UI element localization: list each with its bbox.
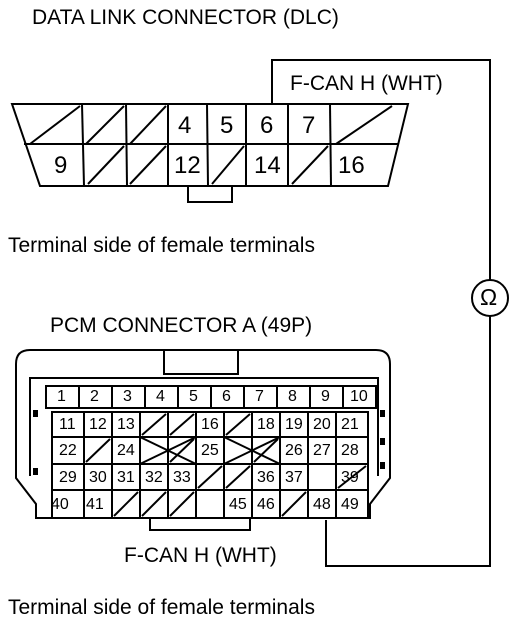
dlc-pin-14: 14 (254, 152, 281, 179)
pcm-pin-29: 29 (59, 469, 77, 486)
pcm-connector-shell (15, 349, 391, 519)
pcm-caption: Terminal side of female terminals (8, 596, 315, 619)
f-can-h-wire-dlc (271, 59, 491, 280)
pcm-pin-49: 49 (341, 496, 359, 513)
pcm-pin-30: 30 (89, 469, 107, 486)
pcm-pin-10: 10 (350, 388, 368, 405)
pcm-pin-26: 26 (285, 442, 303, 459)
pcm-pin-4: 4 (156, 388, 165, 405)
dlc-title: DATA LINK CONNECTOR (DLC) (32, 6, 339, 29)
pcm-pin-45: 45 (229, 496, 247, 513)
pcm-pin-46: 46 (257, 496, 275, 513)
pcm-pin-31: 31 (117, 469, 135, 486)
dlc-pin-12: 12 (174, 152, 201, 179)
dlc-tab (187, 186, 233, 203)
pcm-pin-41: 41 (86, 496, 104, 513)
pcm-pin-25: 25 (201, 442, 219, 459)
pcm-pin-20: 20 (313, 416, 331, 433)
pcm-pin-3: 3 (123, 388, 132, 405)
pcm-pin-12: 12 (89, 416, 107, 433)
dlc-wire-label: F-CAN H (WHT) (290, 72, 443, 95)
pcm-pin-16: 16 (201, 416, 219, 433)
pcm-pin-8: 8 (288, 388, 297, 405)
pcm-pin-39: 39 (341, 469, 359, 486)
dlc-connector-body (10, 103, 410, 187)
dlc-pin-6: 6 (260, 112, 274, 139)
pcm-pin-9: 9 (321, 388, 330, 405)
pcm-pin-32: 32 (145, 469, 163, 486)
ohmmeter-icon: Ω (480, 284, 498, 310)
pcm-pin-1: 1 (57, 388, 66, 405)
pcm-pin-7: 7 (255, 388, 264, 405)
dlc-pin-4: 4 (178, 112, 192, 139)
pcm-pin-24: 24 (117, 442, 135, 459)
dlc-pin-16: 16 (338, 152, 365, 179)
pcm-pin-48: 48 (313, 496, 331, 513)
pcm-pin-21: 21 (341, 416, 359, 433)
pcm-bottom-tab (149, 518, 251, 531)
dlc-pin-5: 5 (220, 112, 234, 139)
pcm-title: PCM CONNECTOR A (49P) (50, 314, 313, 337)
dlc-caption: Terminal side of female terminals (8, 234, 315, 257)
pcm-pin-40: 40 (51, 496, 69, 513)
pcm-latch (163, 350, 239, 375)
pcm-wire-label: F-CAN H (WHT) (124, 544, 277, 567)
pcm-pin-2: 2 (90, 388, 99, 405)
pcm-pin-6: 6 (222, 388, 231, 405)
pcm-pin-33: 33 (173, 469, 191, 486)
pcm-pin-19: 19 (285, 416, 303, 433)
pcm-pin-27: 27 (313, 442, 331, 459)
pcm-pin-18: 18 (257, 416, 275, 433)
pcm-pin-11: 11 (59, 416, 76, 433)
f-can-h-wire-pcm (325, 316, 491, 567)
pcm-pin-28: 28 (341, 442, 359, 459)
pcm-pin-37: 37 (285, 469, 303, 486)
dlc-pin-9: 9 (54, 152, 68, 179)
pcm-pin-5: 5 (189, 388, 198, 405)
pcm-pin-36: 36 (257, 469, 275, 486)
pcm-pin-13: 13 (117, 416, 135, 433)
pcm-inner-frame (29, 377, 379, 476)
pcm-pin-22: 22 (59, 442, 77, 459)
dlc-pin-7: 7 (302, 112, 316, 139)
